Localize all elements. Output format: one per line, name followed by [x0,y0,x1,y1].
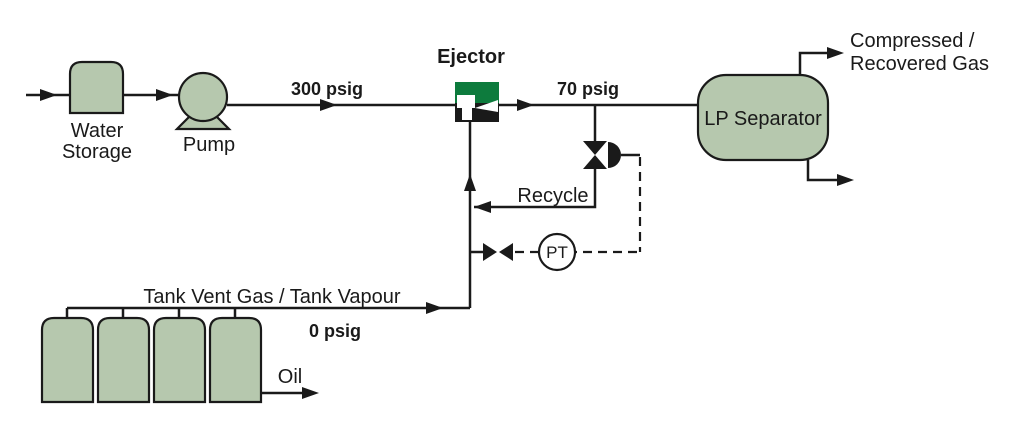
water-storage-vessel [68,60,125,115]
pump-label: Pump [183,134,235,156]
tank-vent-label: Tank Vent Gas / Tank Vapour [143,286,401,308]
arrow-water-inlet [40,89,57,101]
arrow-vent-header [426,302,443,314]
pump-symbol [177,71,229,123]
pipe-tank-vent-stubs [65,308,237,320]
lp-separator-label: LP Separator [704,108,822,130]
arrow-oil-outlet [302,387,319,399]
arrow-recycle [474,201,491,213]
tank [208,316,263,404]
gas-outlet-label-line1: Compressed / [850,30,975,52]
ejector-icon-suction-stem [462,108,472,120]
pipe-liquid-outlet [806,160,839,182]
arrow-to-pump [156,89,173,101]
arrow-gas-outlet [827,47,844,59]
ejector-icon-inlet-block [457,95,475,108]
pressure-label-0psig: 0 psig [309,321,361,341]
ejector-label: Ejector [437,46,505,68]
gas-outlet-label-line2: Recovered Gas [850,53,989,75]
arrow-pump-discharge [320,99,337,111]
control-valve-bottom [583,155,607,169]
arrow-liquid-outlet [837,174,854,186]
ejector-icon-nozzle-wedge [475,100,498,112]
lp-separator-vessel [696,73,830,162]
arrow-suction-up [464,174,476,191]
tank [96,316,151,404]
tank [40,316,95,404]
pipe-recycle-return [474,169,597,209]
ejector-icon [455,82,499,122]
recycle-label: Recycle [517,185,588,207]
oil-label: Oil [278,366,302,388]
instrument-valve-left [483,243,497,261]
pipe-gas-outlet [798,51,829,75]
pressure-label-70psig: 70 psig [557,79,619,99]
water-storage-label-line2: Storage [62,141,132,163]
pt-instrument [537,232,577,272]
arrow-ejector-discharge [517,99,534,111]
pt-label: PT [546,243,568,262]
water-storage-label-line1: Water [71,120,124,142]
control-valve-top [583,141,607,155]
instrument-valve-right [499,243,513,261]
tank [152,316,207,404]
control-valve-actuator [608,142,621,168]
pressure-label-300psig: 300 psig [291,79,363,99]
